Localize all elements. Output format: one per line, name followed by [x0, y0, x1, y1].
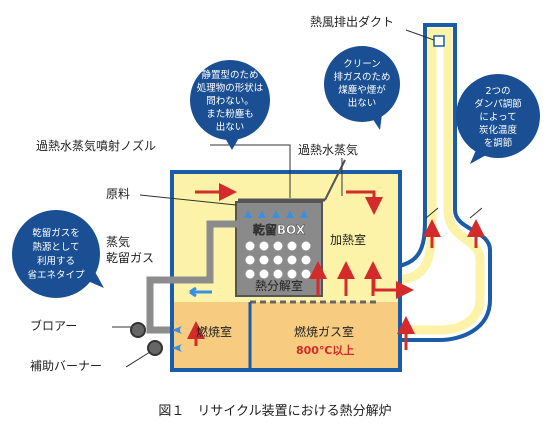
- bubble-damper-line-3: によって: [479, 112, 516, 123]
- label-blower: ブロアー: [30, 318, 77, 333]
- label-heating-chamber: 加熱室: [330, 232, 366, 247]
- bubble-energy-line-1: 乾留ガスを: [32, 227, 80, 239]
- bubble-static-type: [190, 60, 270, 150]
- bubble-static-line-5: 出ない: [216, 121, 245, 133]
- bubble-static-line-4: また粉塵も: [206, 108, 254, 120]
- bubble-clean-line-1: クリーン: [343, 59, 381, 70]
- label-aux-burner: 補助バーナー: [30, 359, 102, 373]
- label-carbonization-box: 乾留BOX: [253, 222, 306, 237]
- bubble-clean-exhaust: [324, 46, 400, 130]
- blower-icon: [130, 322, 146, 338]
- bubble-clean-line-3: 煤塵や煙が: [338, 84, 386, 96]
- leader-lines: [112, 29, 483, 368]
- flame-icons: [172, 326, 182, 352]
- heat-flow-arrows: [187, 183, 485, 350]
- label-temperature: 800℃以上: [296, 343, 354, 357]
- exhaust-duct-inner: [392, 27, 485, 335]
- steam-spray-icons: [244, 210, 308, 218]
- label-carbonization-gas: 乾留ガス: [106, 251, 154, 265]
- bubble-static-line-2: 処理物の形状は: [197, 82, 264, 94]
- bubble-energy-saving: [12, 210, 104, 298]
- burner-icon: [147, 340, 163, 356]
- bubble-energy-line-3: 利用する: [37, 255, 75, 267]
- duct-top-marker: [433, 35, 445, 47]
- bubble-damper-line-1: 2つの: [485, 86, 510, 97]
- bubble-damper-line-2: ダンパ調節: [474, 98, 522, 110]
- label-pyrolysis-chamber: 熱分解室: [255, 278, 303, 293]
- bubble-damper-line-4: 炭化温度: [479, 124, 518, 136]
- bubble-static-line-3: 問わない。: [206, 96, 254, 107]
- label-combustion-chamber: 燃焼室: [196, 324, 232, 339]
- bubble-energy-line-2: 熱源として: [32, 241, 79, 253]
- label-raw-material: 原料: [106, 187, 130, 201]
- label-steam: 蒸気: [106, 234, 130, 249]
- label-superheated-steam: 過熱水蒸気: [298, 142, 358, 157]
- bubble-damper-line-5: を調節: [484, 137, 513, 149]
- label-duct: 熱風排出ダクト: [310, 14, 394, 29]
- label-nozzle: 過熱水蒸気噴射ノズル: [36, 138, 156, 153]
- gas-pipe: [146, 220, 238, 334]
- bubble-energy-line-4: 省エネタイプ: [27, 269, 85, 281]
- combustion-region: [174, 302, 398, 368]
- blue-arrows: [189, 286, 212, 298]
- bubble-damper: [456, 74, 540, 164]
- bubble-clean-line-4: 出ない: [348, 97, 377, 109]
- box-holes: [245, 241, 311, 279]
- figure-caption: 図１ リサイクル装置における熱分解炉: [158, 404, 392, 419]
- bubble-static-line-1: 静置型のため: [201, 69, 258, 81]
- bubble-clean-line-2: 排ガスのため: [333, 71, 390, 83]
- label-combustion-gas-chamber: 燃焼ガス室: [294, 324, 354, 339]
